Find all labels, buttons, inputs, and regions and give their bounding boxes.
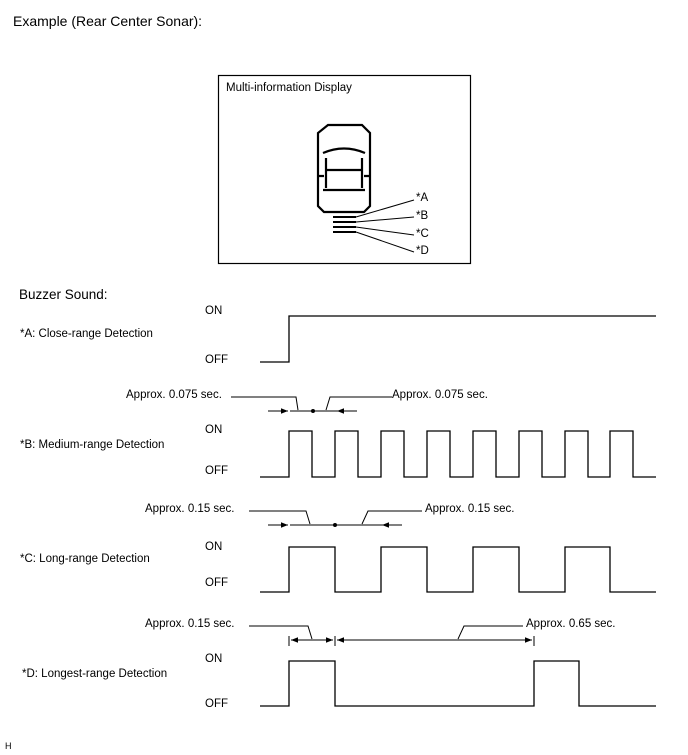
callout-b: *B: [416, 210, 429, 222]
signal-b-dot: [311, 409, 315, 413]
signal-d-annot-right: Approx. 0.65 sec.: [526, 618, 616, 630]
waveform-c: [260, 546, 656, 593]
signal-b-annot-left: Approx. 0.075 sec.: [126, 389, 222, 401]
callout-d: *D: [416, 245, 429, 257]
waveform-a: [260, 315, 656, 363]
signal-c-annot-right: Approx. 0.15 sec.: [425, 503, 515, 515]
waveform-b: [260, 430, 656, 478]
signal-c-timing: [249, 510, 422, 528]
signal-d-label: *D: Longest-range Detection: [22, 668, 168, 680]
signal-d-annot-left: Approx. 0.15 sec.: [145, 618, 235, 630]
signal-a-label: *A: Close-range Detection: [20, 328, 153, 340]
display-label: Multi-information Display: [226, 82, 352, 94]
car-icon: [316, 123, 372, 214]
callout-a: *A: [416, 192, 429, 204]
page-title: Example (Rear Center Sonar):: [13, 13, 203, 29]
signal-d-off: OFF: [205, 698, 228, 710]
signal-d-timing: [249, 625, 535, 646]
footer-mark: H: [5, 741, 12, 751]
callout-leaders: [355, 199, 415, 253]
signal-b-off: OFF: [205, 465, 228, 477]
signal-c-annot-left: Approx. 0.15 sec.: [145, 503, 235, 515]
sensor-bars: [333, 216, 356, 233]
signal-b-label: *B: Medium-range Detection: [20, 439, 165, 451]
signal-c-label: *C: Long-range Detection: [20, 553, 150, 565]
signal-c-on: ON: [205, 541, 223, 553]
signal-b-timing: [231, 396, 392, 414]
signal-b-on: ON: [205, 424, 223, 436]
signal-a-off: OFF: [205, 354, 228, 366]
buzzer-title: Buzzer Sound:: [19, 287, 108, 302]
display-frame: [217, 74, 472, 265]
signal-d-on: ON: [205, 653, 223, 665]
signal-c-dot: [333, 523, 337, 527]
signal-b-annot-right: Approx. 0.075 sec.: [392, 389, 488, 401]
waveform-d: [260, 660, 656, 707]
callout-c: *C: [416, 228, 429, 240]
signal-a-on: ON: [205, 305, 223, 317]
signal-c-off: OFF: [205, 577, 228, 589]
